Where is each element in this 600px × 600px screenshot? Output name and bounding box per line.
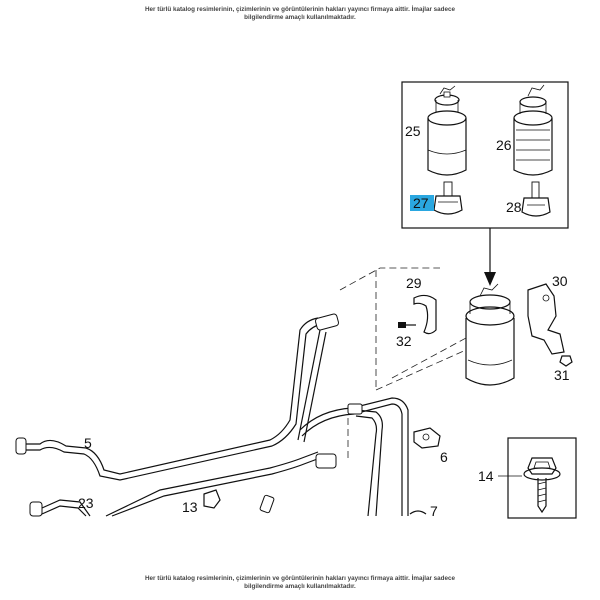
- callout-23: 23: [78, 495, 94, 511]
- callout-28: 28: [506, 199, 522, 215]
- bolt-32[interactable]: [398, 322, 416, 328]
- water-sensor-27[interactable]: [433, 181, 463, 215]
- pointer-arrow: [484, 228, 496, 286]
- disclaimer-top: Her türlü katalog resimlerinin, çizimler…: [0, 6, 600, 22]
- strap-29[interactable]: [413, 294, 437, 335]
- clip-7[interactable]: [409, 510, 427, 515]
- bracket-30[interactable]: [527, 283, 565, 355]
- water-sensor-28[interactable]: [521, 181, 551, 217]
- callout-32: 32: [396, 333, 412, 349]
- clip-13[interactable]: [203, 489, 221, 509]
- disclaimer-bottom: Her türlü katalog resimlerinin, çizimler…: [0, 575, 600, 591]
- clip-6[interactable]: [413, 427, 441, 449]
- highlight-27: [410, 195, 434, 211]
- callout-6: 6: [440, 449, 448, 465]
- callout-31: 31: [554, 367, 570, 383]
- bolt-14-frame: [507, 437, 577, 519]
- callout-5: 5: [84, 435, 92, 451]
- callout-30: 30: [552, 273, 568, 289]
- callout-14: 14: [478, 468, 494, 484]
- callout-13: 13: [182, 499, 198, 515]
- disclaimer-bottom-line1: Her türlü katalog resimlerinin, çizimler…: [144, 575, 456, 582]
- nut-31[interactable]: [559, 355, 573, 367]
- fuel-lines[interactable]: [20, 317, 409, 517]
- callout-29: 29: [406, 275, 422, 291]
- flange-bolt-14[interactable]: [523, 457, 561, 514]
- connectors[interactable]: [15, 313, 363, 517]
- disclaimer-top-line2: bilgilendirme amaçlı kullanılmaktadır.: [244, 14, 356, 21]
- main-fuel-filter[interactable]: [465, 283, 515, 386]
- callout-7: 7: [430, 503, 438, 519]
- disclaimer-top-line1: Her türlü katalog resimlerinin, çizimler…: [144, 6, 456, 13]
- callout-26: 26: [496, 137, 512, 153]
- fuel-filter-26[interactable]: [513, 84, 553, 176]
- fuel-filter-25[interactable]: [427, 85, 467, 176]
- disclaimer-bottom-line2: bilgilendirme amaçlı kullanılmaktadır.: [244, 583, 356, 590]
- projection-lines: [339, 267, 467, 460]
- callout-27[interactable]: 27: [413, 195, 429, 211]
- callout-25: 25: [405, 123, 421, 139]
